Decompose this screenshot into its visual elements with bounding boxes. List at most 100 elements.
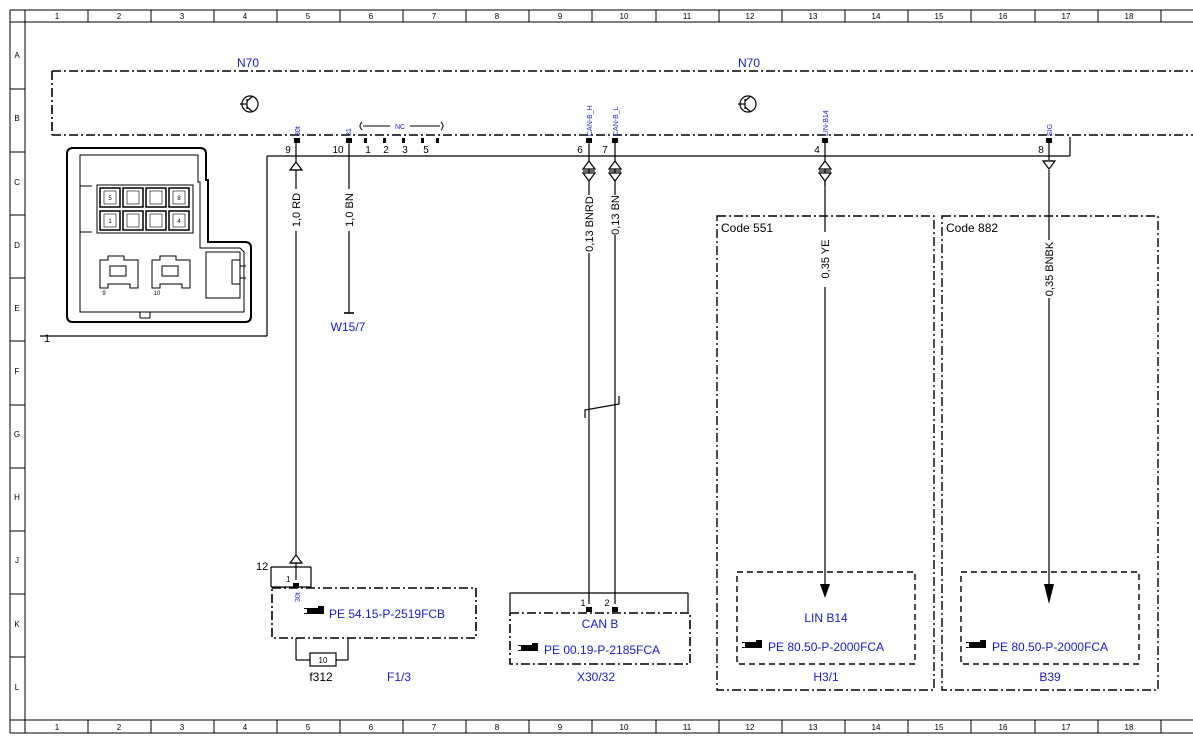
col-label: 17 [1062, 723, 1071, 732]
lin-block [736, 571, 916, 665]
pin-signal-canh: CAN-B_H [587, 105, 594, 136]
pin-markers [294, 138, 1052, 143]
pin-marker [586, 607, 592, 612]
pin-number: 4 [814, 145, 820, 156]
grid-rows: A B C D E F G H J K L [14, 51, 20, 692]
pin-number: 8 [1038, 145, 1044, 156]
col-label: 4 [243, 12, 248, 21]
can-block-label: X30/32 [577, 670, 615, 684]
fuse-block [270, 566, 477, 667]
code-box-882 [941, 215, 1159, 691]
lin-block-title: LIN B14 [804, 611, 848, 625]
pin-signal-lin: LIN-B14 [823, 110, 830, 136]
can-block [509, 592, 691, 665]
row-label: G [14, 430, 20, 439]
col-label: 14 [872, 723, 881, 732]
col-label: 6 [369, 12, 374, 21]
wire-label: 1,0 RD [291, 193, 303, 227]
col-label: 3 [180, 723, 185, 732]
lin-block-label: H3/1 [813, 670, 839, 684]
bidirectional-arrow-icon [817, 160, 833, 182]
wires [295, 143, 1050, 604]
code-box-551 [716, 215, 935, 691]
pin-number: 9 [285, 145, 291, 156]
pin-marker [822, 138, 828, 143]
row-label: E [14, 304, 19, 313]
can-block-pin1: 1 [580, 598, 585, 608]
twisted-pair-icon [584, 396, 620, 418]
ground-label: W15/7 [331, 320, 366, 334]
row-label: L [15, 683, 20, 692]
row-label: C [14, 178, 20, 187]
pin-marker [1046, 138, 1052, 143]
pin-marker [346, 138, 352, 143]
col-label: 11 [683, 723, 692, 732]
pin-number: 2 [383, 145, 389, 156]
pin-marker [364, 138, 367, 143]
pin-marker [612, 138, 618, 143]
grid-columns-top: 1 2 3 4 5 6 7 8 9 10 11 12 13 14 15 16 1… [55, 12, 1134, 21]
wire-label: 0,13 BN [610, 195, 622, 235]
hand-pointer-icon [518, 643, 538, 651]
col-label: 15 [935, 12, 944, 21]
col-label: 14 [872, 12, 881, 21]
fuse-block-pin-cavity: 1 [286, 575, 291, 584]
nc-label: NC [395, 124, 405, 131]
connector-bar [40, 137, 1071, 337]
wire-markers [288, 160, 1057, 564]
grid-ticks [10, 10, 1162, 733]
fuse-block-label: F1/3 [387, 670, 411, 684]
pin-marker [436, 138, 439, 143]
col-label: 5 [306, 12, 311, 21]
col-label: 1 [55, 723, 60, 732]
wire-labels: 1,0 RD 1,0 BN 0,13 BNRD 0,13 BN 0,35 YE … [291, 193, 1056, 296]
pin-signal-sig: SIG [1047, 124, 1054, 136]
pin-numbers: 9 10 1 2 3 5 6 7 4 8 [285, 145, 1044, 156]
pin-signals: 30t 31 CAN-B_H CAN-B_L LIN-B14 SIG [295, 105, 1054, 136]
hand-pointer-icon [742, 640, 762, 648]
col-label: 4 [243, 723, 248, 732]
pin-signal-canl: CAN-B_L [613, 106, 620, 136]
pin-marker [383, 138, 386, 143]
row-label: A [14, 51, 20, 60]
fuse-block-ref: PE 54.15-P-2519FCB [329, 607, 445, 621]
col-label: 8 [495, 12, 500, 21]
module-name-right: N70 [738, 56, 760, 70]
sensor-block-label: B39 [1039, 670, 1061, 684]
pin-marker [402, 138, 405, 143]
pin-marker [586, 138, 592, 143]
wire-label: 0,35 YE [820, 240, 832, 279]
cavity-label: 4 [177, 219, 181, 225]
col-label: 12 [746, 12, 755, 21]
lin-block-ref: PE 80.50-P-2000FCA [768, 640, 884, 654]
pin-number: 1 [365, 145, 371, 156]
pin-number: 5 [423, 145, 429, 156]
code-label-right: Code 882 [946, 221, 998, 235]
row-label: F [15, 367, 20, 376]
pin-marker [612, 607, 618, 612]
transistor-icon [240, 95, 259, 113]
col-label: 9 [558, 12, 563, 21]
col-label: 15 [935, 723, 944, 732]
arrow-up-icon [288, 161, 304, 171]
bidirectional-arrow-icon [607, 160, 623, 182]
cavity-label: 9 [102, 291, 106, 297]
hand-pointer-icon [304, 606, 324, 614]
col-label: 13 [809, 723, 818, 732]
item-number: 1 [44, 333, 50, 345]
fuse-value: 10 [319, 656, 328, 665]
can-block-pin2: 2 [604, 598, 609, 608]
cavity-label: 10 [154, 291, 161, 297]
nc-pin-markers [364, 138, 439, 143]
pin-marker [294, 138, 300, 143]
connector-face-icon [66, 147, 252, 323]
row-label: K [14, 620, 20, 629]
pin-signal-30t: 30t [295, 126, 302, 136]
can-block-ref: PE 00.19-P-2185FCA [544, 643, 660, 657]
col-label: 12 [746, 723, 755, 732]
col-label: 16 [999, 12, 1008, 21]
can-block-title: CAN B [582, 617, 619, 631]
wire-label: 0,35 BNBK [1044, 241, 1056, 296]
col-label: 1 [55, 12, 60, 21]
hand-pointer-icon [966, 640, 986, 648]
